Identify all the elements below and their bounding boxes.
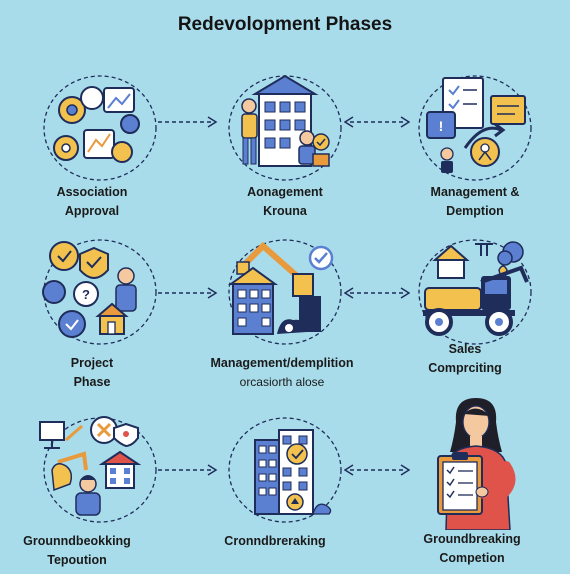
arrow-both-1 (344, 115, 410, 129)
groundbreaking-team-icon (30, 410, 170, 530)
project-planning-icon: ? (30, 232, 170, 352)
svg-text:!: ! (439, 118, 444, 134)
documents-contract-icon: ! (405, 68, 545, 188)
woman-clipboard-icon (410, 394, 550, 530)
new-building-icon (215, 410, 355, 530)
arrow-right-1 (158, 115, 218, 129)
demolition-crane-icon (215, 232, 355, 352)
phase-label-3: Management &Demption (430, 185, 520, 218)
arrow-right-3 (158, 463, 218, 477)
arrow-right-2 (158, 286, 218, 300)
arrow-both-3 (344, 463, 410, 477)
svg-text:?: ? (82, 287, 90, 302)
excavator-machinery-icon (405, 232, 545, 352)
association-approval-icon (30, 68, 170, 188)
management-building-icon (215, 68, 355, 188)
arrow-both-2 (344, 286, 410, 300)
page-title: Redevolopment Phases (177, 14, 393, 35)
phase-label-8: Cronndbreraking (224, 534, 326, 548)
